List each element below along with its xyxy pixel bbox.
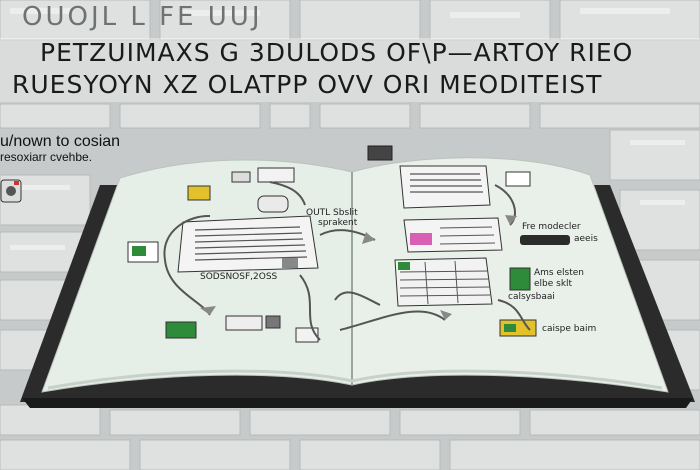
- title-band: [0, 38, 700, 102]
- label-right-mid-3: calsysbaai: [508, 292, 555, 302]
- label-right-bottom: caispe baim: [542, 324, 597, 334]
- label-right-mid-2: elbe sklt: [534, 279, 573, 289]
- label-right-top: Fre modecler: [522, 222, 581, 232]
- label-right-top-2: aeeis: [574, 234, 598, 244]
- label-right-mid: Ams elsten: [534, 268, 584, 278]
- camera-icon: [0, 179, 22, 203]
- side-caption-2: resoxiarr cvehbe.: [0, 150, 93, 164]
- title-line-0: OUOJL L FE UUJ: [22, 2, 263, 32]
- left-document: [177, 215, 319, 273]
- title-line-2: RUESYOYN XZ OLATPP OVV ORI MEODITEIST: [12, 70, 603, 99]
- label-left-bottom: SODSNOSF,2OSS: [200, 272, 278, 282]
- title-line-1: PETZUIMAXS G 3DULODS OF\P—ARTOY RIEO: [40, 38, 634, 67]
- side-caption-1: u/nown to cosian: [0, 133, 121, 150]
- label-center-2: sprakent: [318, 218, 358, 228]
- label-center: OUTL Sbslit: [306, 208, 358, 218]
